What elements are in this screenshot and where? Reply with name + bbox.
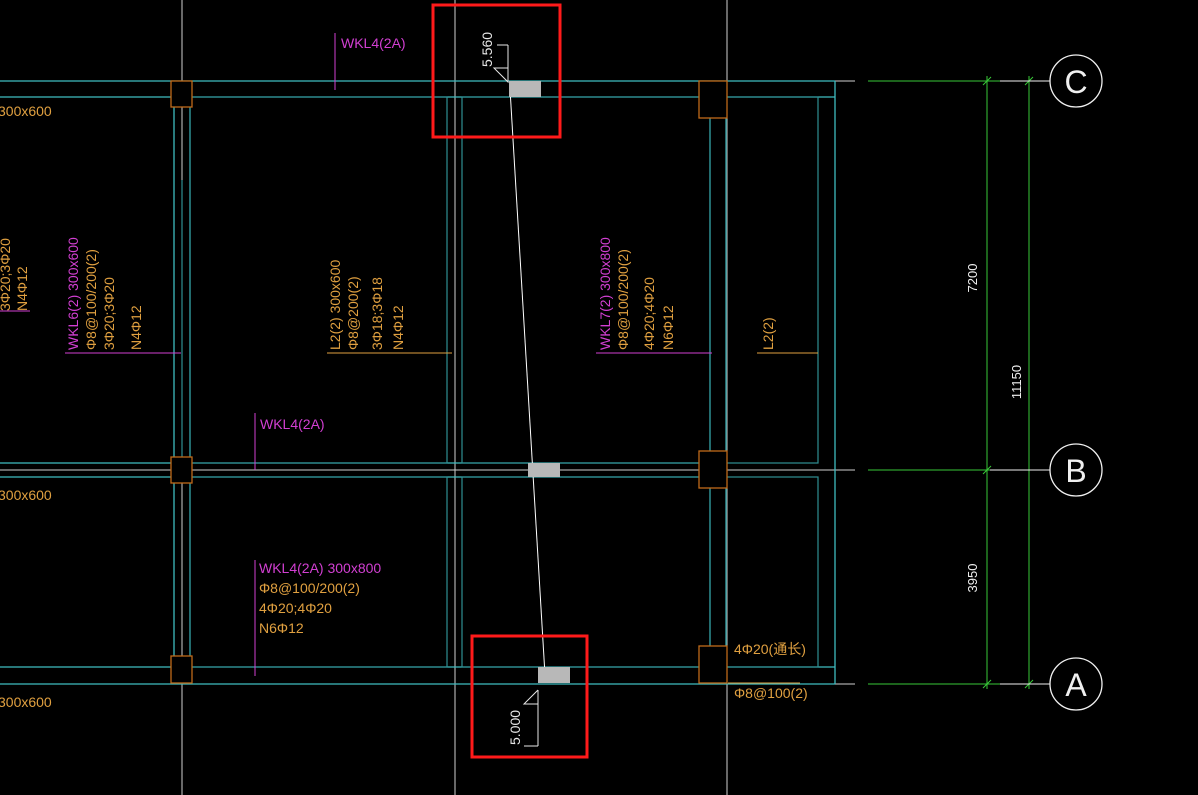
label-wkl4-bottom-4: N6Φ12	[259, 620, 304, 636]
label-l2-right: L2(2)	[760, 317, 776, 350]
slope-indicator	[509, 81, 570, 683]
axis-bubble-b[interactable]	[1049, 443, 1103, 497]
label-wkl4-bottom-1: WKL4(2A) 300x800	[259, 560, 381, 576]
axis-bubble-a[interactable]	[1049, 657, 1103, 711]
highlight-box-top	[431, 3, 562, 139]
axis-label-a: A	[1065, 667, 1087, 703]
slope-block-top	[509, 81, 541, 97]
elevation-bottom-label: 5.000	[507, 710, 523, 745]
axis-label-c: C	[1064, 64, 1087, 100]
elevation-symbol-bottom	[522, 689, 539, 746]
horizontal-labels: WKL4(2A) WKL4(2A) 300x600 300x600 300x60…	[0, 35, 808, 710]
slab-panel-1	[189, 96, 448, 464]
highlight-boxes	[431, 3, 589, 759]
slab-panel-2	[461, 96, 711, 464]
column-b3	[698, 450, 728, 489]
vertical-labels: 3Φ20;3Φ20 N4Φ12 WKL6(2) 300x600 Φ8@100/2…	[0, 237, 776, 350]
label-wkl6-4: N4Φ12	[128, 305, 144, 350]
slope-block-mid	[528, 463, 560, 477]
dim-tick-1	[982, 76, 992, 86]
highlight-box-bottom	[470, 634, 589, 759]
label-left-cut-2: N4Φ12	[14, 266, 30, 311]
slab-panel-3	[725, 96, 819, 464]
label-wkl4-top: WKL4(2A)	[341, 35, 406, 51]
axis-connectors	[990, 80, 1050, 685]
label-l2-4: N4Φ12	[390, 305, 406, 350]
label-size-left-top: 300x600	[0, 103, 52, 119]
elevation-top-label: 5.560	[479, 32, 495, 67]
label-wkl7-2: Φ8@100/200(2)	[615, 249, 631, 350]
label-leaders	[0, 33, 818, 684]
slab-panel-6	[725, 476, 819, 668]
column-c1	[170, 80, 193, 108]
slope-block-bottom	[538, 667, 570, 683]
label-size-left-mid: 300x600	[0, 487, 52, 503]
label-l2-1: L2(2) 300x600	[327, 259, 343, 350]
slope-line	[509, 88, 546, 676]
columns	[170, 80, 728, 684]
elevation-markers	[492, 44, 539, 747]
label-wkl7-3: 4Φ20;4Φ20	[641, 277, 657, 350]
label-l2-2: Φ8@200(2)	[345, 276, 361, 350]
label-wkl4-bottom-3: 4Φ20;4Φ20	[259, 600, 332, 616]
dim-text-11150: 11150	[1009, 365, 1024, 399]
label-wkl4-bottom-2: Φ8@100/200(2)	[259, 580, 360, 596]
column-a3	[698, 645, 728, 684]
column-c3	[698, 80, 728, 119]
label-size-left-bot: 300x600	[0, 694, 52, 710]
axis-bubbles: C B A	[1049, 54, 1103, 711]
label-wkl6-3: 3Φ20;3Φ20	[101, 277, 117, 350]
label-l2-3: 3Φ18;3Φ18	[369, 277, 385, 350]
axis-label-b: B	[1065, 453, 1086, 489]
label-wkl7-4: N6Φ12	[660, 305, 676, 350]
label-wkl6-2: Φ8@100/200(2)	[83, 249, 99, 350]
label-wkl7-1: WKL7(2) 300x800	[597, 237, 613, 350]
label-wkl6-1: WKL6(2) 300x600	[65, 237, 81, 350]
column-a1	[170, 655, 193, 684]
dim-tick-3	[982, 679, 992, 689]
slab-panel-4	[189, 476, 448, 668]
axis-bubble-c[interactable]	[1049, 54, 1103, 108]
label-wkl4-mid: WKL4(2A)	[260, 416, 325, 432]
elevation-symbol-top	[492, 45, 509, 84]
column-b1	[170, 456, 193, 484]
dim-text-7200: 7200	[965, 264, 980, 293]
label-right-note: 4Φ20(通长)	[734, 641, 806, 657]
label-left-cut-1: 3Φ20;3Φ20	[0, 238, 13, 311]
dim-tick-2	[982, 465, 992, 475]
dim-text-3950: 3950	[965, 564, 980, 593]
label-right-stirrup: Φ8@100(2)	[734, 685, 808, 701]
